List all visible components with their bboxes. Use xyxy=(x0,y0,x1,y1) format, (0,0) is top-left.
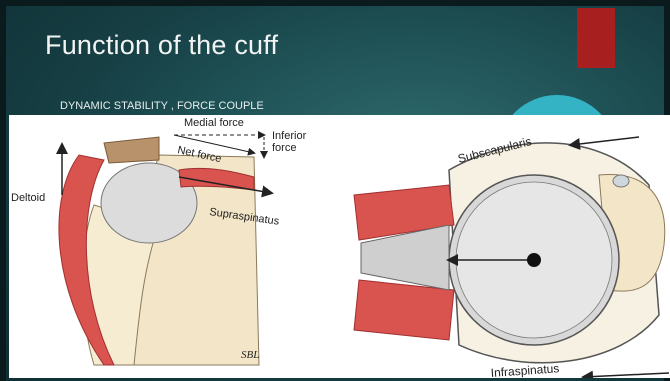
slide-subtitle: DYNAMIC STABILITY , FORCE COUPLE xyxy=(60,100,264,112)
acromion xyxy=(104,137,159,163)
subscapularis-arrow xyxy=(571,137,639,145)
coracoid-tip xyxy=(613,175,629,187)
medial-force-label: Medial force xyxy=(184,117,244,129)
slide-title: Function of the cuff xyxy=(45,30,278,61)
slide-border-top xyxy=(0,0,670,6)
axial-shoulder-diagram: Subscapularis Infraspinatus xyxy=(354,134,669,378)
inferior-force-label-2: force xyxy=(272,142,296,154)
signature-label: SBL xyxy=(241,349,259,361)
deltoid-label: Deltoid xyxy=(11,192,45,204)
frontal-shoulder-diagram: Medial force Inferior force Net force De… xyxy=(11,117,307,365)
infraspinatus-arrow xyxy=(584,373,669,377)
shoulder-illustration: Medial force Inferior force Net force De… xyxy=(9,115,670,378)
inferior-force-label-1: Inferior xyxy=(272,130,307,142)
slide-border-left xyxy=(0,0,6,381)
posterior-muscle xyxy=(354,280,454,340)
infraspinatus-label: Infraspinatus xyxy=(490,361,560,378)
shoulder-figure: Medial force Inferior force Net force De… xyxy=(9,115,670,378)
center-of-rotation xyxy=(527,253,541,267)
red-accent-tab xyxy=(577,8,615,68)
